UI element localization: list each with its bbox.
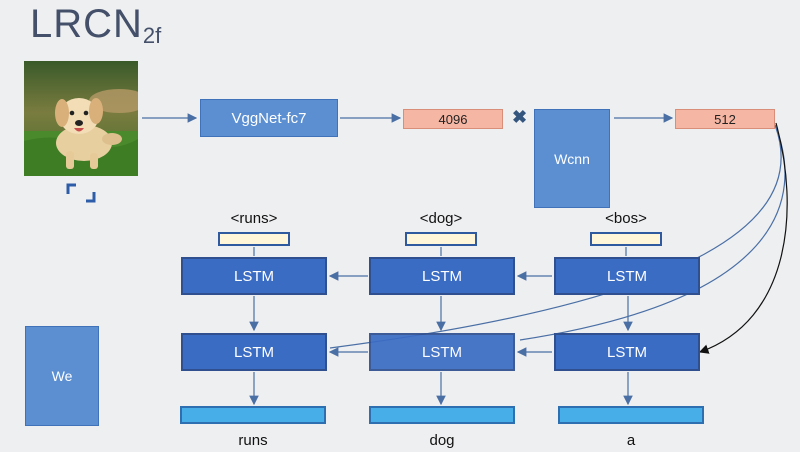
wcnn-label: Wcnn bbox=[554, 150, 590, 167]
embed-dim-label: 512 bbox=[714, 111, 736, 127]
wcnn-box: Wcnn bbox=[534, 109, 610, 208]
input-token-dog: <dog> bbox=[419, 210, 463, 227]
lstm-label: LSTM bbox=[233, 267, 274, 285]
output-word-a: a bbox=[626, 432, 636, 449]
lstm-bottom-1: LSTM bbox=[181, 333, 327, 371]
token-box-dog bbox=[405, 232, 477, 246]
puppy-image-icon bbox=[24, 61, 138, 176]
crop-bracket-icon bbox=[66, 183, 96, 203]
lstm-top-1: LSTM bbox=[181, 257, 327, 295]
output-word-runs: runs bbox=[238, 432, 268, 449]
lstm-bottom-3: LSTM bbox=[554, 333, 700, 371]
vggnet-fc7-box: VggNet-fc7 bbox=[200, 99, 338, 137]
token-box-runs bbox=[218, 232, 290, 246]
multiply-icon: ✖ bbox=[512, 107, 528, 127]
fc7-dim-label: 4096 bbox=[438, 111, 468, 127]
title-subscript: 2f bbox=[142, 23, 162, 48]
lstm-top-3: LSTM bbox=[554, 257, 700, 295]
input-image bbox=[24, 61, 138, 176]
input-token-runs: <runs> bbox=[230, 210, 278, 227]
lstm-label: LSTM bbox=[233, 343, 274, 361]
input-token-bos: <bos> bbox=[605, 210, 647, 227]
lstm-label: LSTM bbox=[421, 267, 462, 285]
output-box-2 bbox=[369, 406, 515, 424]
embedding-vector: 512 bbox=[675, 109, 775, 129]
output-box-1 bbox=[180, 406, 326, 424]
lstm-bottom-2: LSTM bbox=[369, 333, 515, 371]
page-title: LRCN2f bbox=[30, 2, 161, 49]
lstm-label: LSTM bbox=[606, 267, 647, 285]
lstm-top-2: LSTM bbox=[369, 257, 515, 295]
output-box-3 bbox=[558, 406, 704, 424]
title-main: LRCN bbox=[30, 2, 143, 46]
lstm-label: LSTM bbox=[421, 343, 462, 361]
we-box: We bbox=[25, 326, 99, 426]
token-box-bos bbox=[590, 232, 662, 246]
we-label: We bbox=[51, 368, 73, 384]
vggnet-label: VggNet-fc7 bbox=[231, 109, 307, 127]
fc7-vector: 4096 bbox=[403, 109, 503, 129]
output-word-dog: dog bbox=[429, 432, 455, 449]
lstm-label: LSTM bbox=[606, 343, 647, 361]
